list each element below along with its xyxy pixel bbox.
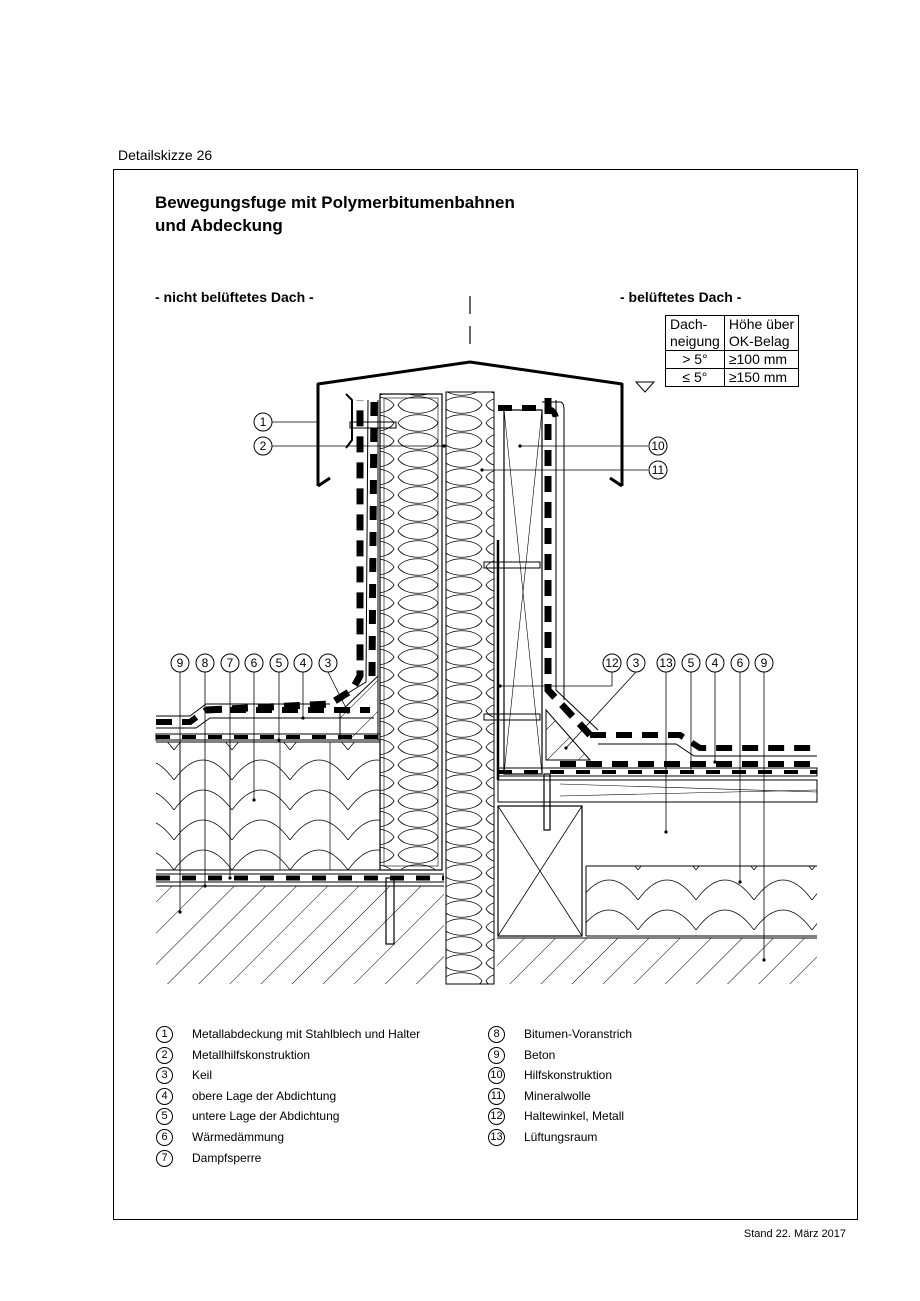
right-roof-insulation (585, 865, 817, 937)
table-cell: > 5° (665, 350, 725, 369)
callout-2: 2 (253, 436, 273, 456)
callout-12: 12 (602, 653, 622, 673)
svg-text:5: 5 (688, 656, 695, 670)
right-subtitle: - belüftetes Dach - (620, 289, 742, 305)
table-cell: ≤ 5° (665, 368, 725, 387)
footer-date: Stand 22. März 2017 (743, 1228, 846, 1240)
leader-lines (179, 421, 765, 960)
svg-text:6: 6 (737, 656, 744, 670)
left-upstand-membrane (205, 399, 379, 741)
svg-text:3: 3 (325, 656, 332, 670)
screws (349, 421, 551, 945)
callout-9-left: 9 (170, 653, 190, 673)
callout-11: 11 (648, 460, 668, 480)
svg-text:9: 9 (177, 656, 184, 670)
callout-10: 10 (648, 436, 668, 456)
callout-5-right: 5 (681, 653, 701, 673)
callout-6-left: 6 (244, 653, 264, 673)
table-cell: ≥150 mm (723, 368, 800, 387)
concrete-right (497, 937, 817, 984)
callout-4-right: 4 (705, 653, 725, 673)
svg-text:9: 9 (761, 656, 768, 670)
svg-text:3: 3 (633, 656, 640, 670)
svg-text:7: 7 (227, 656, 234, 670)
title-line-2: und Abdeckung (155, 216, 283, 235)
callout-3-right: 3 (626, 653, 646, 673)
drawing-title: Bewegungsfuge mit Polymerbitumenbahnen u… (155, 191, 515, 237)
callout-13: 13 (656, 653, 676, 673)
table-row: ≤ 5° ≥150 mm (665, 368, 800, 387)
callout-9-right: 9 (754, 653, 774, 673)
left-subtitle: - nicht belüftetes Dach - (155, 289, 314, 305)
svg-text:4: 4 (300, 656, 307, 670)
title-line-1: Bewegungsfuge mit Polymerbitumenbahnen (155, 193, 515, 212)
svg-text:10: 10 (651, 439, 665, 453)
svg-text:5: 5 (276, 656, 283, 670)
callout-5-left: 5 (269, 653, 289, 673)
callout-3-left: 3 (318, 653, 338, 673)
callout-8: 8 (195, 653, 215, 673)
timber-beam (497, 805, 583, 937)
svg-text:8: 8 (202, 656, 209, 670)
svg-text:6: 6 (251, 656, 258, 670)
svg-text:12: 12 (605, 656, 619, 670)
callout-6-right: 6 (730, 653, 750, 673)
svg-text:4: 4 (712, 656, 719, 670)
sketch-number-label: Detailskizze 26 (118, 147, 213, 163)
callout-1: 1 (253, 412, 273, 432)
callout-4-left: 4 (293, 653, 313, 673)
concrete-left (156, 885, 444, 984)
svg-text:11: 11 (652, 463, 665, 477)
left-vertical-insulation (379, 393, 443, 871)
leader-dots (178, 420, 766, 962)
right-auxiliary-construction (496, 398, 599, 780)
callout-7: 7 (220, 653, 240, 673)
drawing-frame (113, 169, 858, 1220)
svg-text:2: 2 (260, 439, 267, 453)
svg-text:1: 1 (260, 415, 267, 429)
joint-mineral-wool (445, 391, 495, 985)
ventilation-space (497, 779, 818, 803)
metal-cover (316, 360, 656, 488)
left-roof-insulation (156, 741, 381, 871)
svg-text:13: 13 (659, 656, 673, 670)
